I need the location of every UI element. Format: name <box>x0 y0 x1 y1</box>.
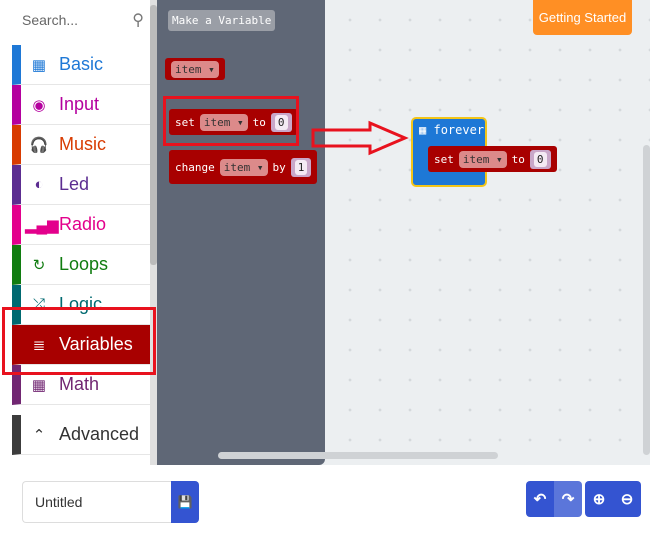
project-name-input[interactable]: Untitled <box>22 481 172 523</box>
category-label: Radio <box>59 214 107 234</box>
grid-icon: ▦ <box>31 56 47 74</box>
signal-icon: ▂▄▆ <box>25 216 59 234</box>
target-icon: ◉ <box>32 96 46 114</box>
value-input[interactable]: 1 <box>290 157 312 177</box>
undo-button[interactable]: ↶ <box>526 481 554 517</box>
grid-icon: ▦ <box>419 123 427 137</box>
workspace-vertical-scrollbar[interactable] <box>643 145 650 455</box>
category-label: Basic <box>59 54 104 74</box>
variable-dropdown[interactable]: item ▾ <box>199 113 248 131</box>
refresh-icon: ↻ <box>32 256 46 274</box>
variable-dropdown[interactable]: item ▾ <box>219 158 268 176</box>
category-label: Music <box>59 134 107 154</box>
zoom-group: ⊕⊖ <box>585 481 641 517</box>
category-label: Math <box>59 374 100 394</box>
category-label: Variables <box>59 334 133 354</box>
calculator-icon: ▦ <box>31 376 47 394</box>
make-a-variable-button[interactable]: Make a Variable <box>168 10 276 31</box>
category-input[interactable]: ◉ Input <box>12 85 150 125</box>
zoom-out-button[interactable]: ⊖ <box>613 481 641 517</box>
category-music[interactable]: 🎧 Music <box>12 125 150 165</box>
category-label: Advanced <box>59 424 140 444</box>
getting-started-button[interactable]: Getting Started <box>533 0 632 35</box>
arrow-icon <box>311 120 409 156</box>
category-radio[interactable]: ▂▄▆Radio <box>12 205 150 245</box>
category-variables[interactable]: ≣ Variables <box>12 325 150 365</box>
chevron-up-icon: ⌃ <box>32 426 46 444</box>
list-icon: ≣ <box>32 336 46 354</box>
highlight-box <box>163 96 299 146</box>
undo-redo-group: ↶↷ <box>526 481 582 517</box>
redo-button[interactable]: ↷ <box>554 481 582 517</box>
value-input[interactable]: 0 <box>270 112 292 132</box>
category-label: Led <box>59 174 90 194</box>
zoom-in-button[interactable]: ⊕ <box>585 481 613 517</box>
toggle-icon: ◐ <box>34 176 44 193</box>
search-icon[interactable]: ⚲ <box>132 12 144 29</box>
category-loops[interactable]: ↻ Loops <box>12 245 150 285</box>
category-led[interactable]: ◐ Led <box>12 165 150 205</box>
highlight-box <box>2 307 156 375</box>
headphones-icon: 🎧 <box>29 136 49 154</box>
toolbox-scrollbar-thumb[interactable] <box>150 5 157 265</box>
workspace-horizontal-scrollbar[interactable] <box>218 452 498 459</box>
value-input[interactable]: 0 <box>529 149 551 169</box>
variable-dropdown[interactable]: item ▾ <box>458 150 507 168</box>
toolbox: Search...⚲ <box>0 0 157 465</box>
category-basic[interactable]: ▦ Basic <box>12 45 150 85</box>
search-input[interactable]: Search...⚲ <box>22 12 144 29</box>
category-advanced[interactable]: ⌃ Advanced <box>12 415 150 455</box>
category-math[interactable]: ▦ Math <box>12 365 150 405</box>
save-icon: 💾 <box>177 495 193 509</box>
variable-reporter-block[interactable]: item ▾ <box>165 58 225 80</box>
category-label: Input <box>59 94 100 114</box>
category-label: Loops <box>59 254 109 274</box>
save-button[interactable]: 💾 <box>171 481 199 523</box>
